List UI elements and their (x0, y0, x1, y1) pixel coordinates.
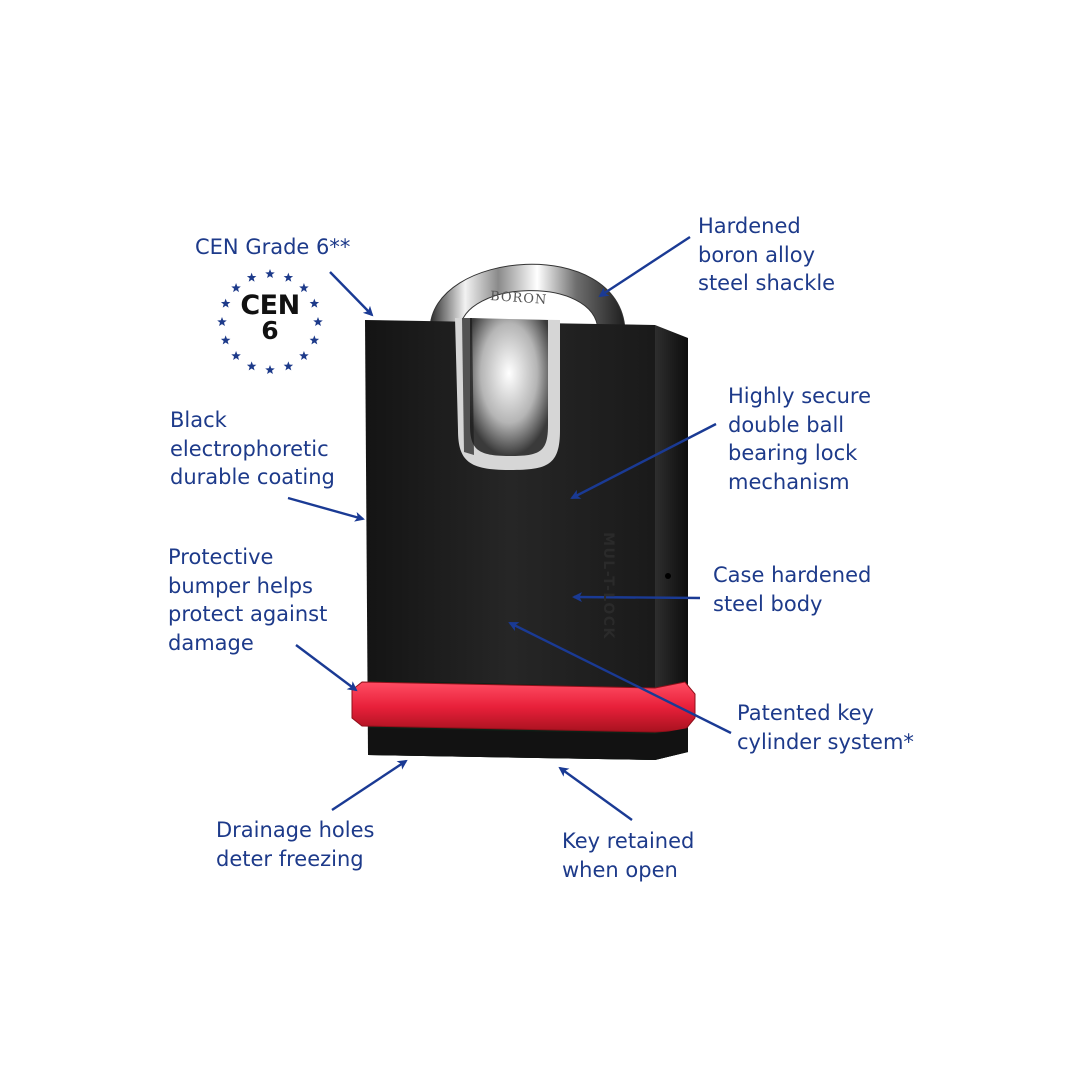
badge-star (313, 317, 323, 327)
badge-star (231, 350, 241, 360)
callout-line: durable coating (170, 465, 335, 489)
callout-arrows (287, 235, 732, 821)
cen-badge-label: CEN (240, 290, 300, 321)
arrow-bumper (295, 644, 358, 692)
callout-line: Drainage holes (216, 818, 375, 842)
arrow-cylinder (508, 621, 732, 735)
arrow-body (572, 592, 701, 603)
callout-line: steel shackle (698, 271, 836, 295)
badge-star (220, 298, 231, 308)
padlock-base (368, 728, 688, 760)
callout-cylinder: Patented key cylinder system* (737, 699, 914, 756)
padlock-brand-engraving: MUL-T-LOCK (600, 532, 616, 640)
callout-line: bumper helps (168, 573, 313, 598)
badge-star (299, 350, 309, 360)
badge-star (246, 272, 257, 282)
callout-mechanism: Highly secure double ball bearing lock m… (728, 382, 871, 496)
callout-line: boron alloy (698, 242, 815, 267)
padlock-body-side (655, 325, 688, 760)
callout-line: electrophoretic (170, 436, 329, 461)
callout-key-retained: Key retained when open (562, 827, 694, 884)
badge-star (220, 335, 231, 345)
badge-star (246, 361, 257, 371)
cen-badge-stars (217, 269, 323, 375)
callout-shackle: Hardened boron alloy steel shackle (698, 212, 835, 298)
callout-line: double ball (728, 412, 845, 437)
callout-line: steel body (713, 591, 823, 616)
arrow-mechanism (570, 422, 717, 500)
callout-line: damage (168, 630, 254, 655)
callout-coating: Black electrophoretic durable coating (170, 406, 335, 492)
arrow-shackle (598, 235, 691, 298)
cen-badge-grade: 6 (261, 316, 279, 345)
callout-line: cylinder system* (737, 729, 914, 754)
badge-star (217, 317, 227, 327)
shackle-opening (455, 318, 560, 470)
callout-line: Patented key (737, 701, 874, 725)
callout-line: protect against (168, 602, 328, 626)
callout-line: mechanism (728, 469, 850, 494)
callout-bumper: Protective bumper helps protect against … (168, 543, 327, 657)
callout-line: Key retained (562, 829, 695, 853)
badge-star (231, 283, 241, 293)
badge-star (309, 335, 320, 345)
padlock-body (365, 320, 655, 760)
callout-line: Highly secure (728, 384, 872, 408)
badge-star (309, 298, 320, 308)
callout-line: bearing lock (728, 441, 858, 465)
side-hole (665, 573, 671, 579)
callout-line: Case hardened (713, 563, 872, 587)
arrow-drainage (331, 759, 408, 812)
callout-cen-grade: CEN Grade 6** (195, 233, 350, 262)
arrow-cen-grade (329, 271, 374, 317)
callout-line: Black (170, 408, 227, 432)
badge-star (265, 365, 275, 375)
callout-line: CEN Grade 6** (195, 235, 351, 259)
callout-drainage: Drainage holes deter freezing (216, 816, 374, 873)
arrow-coating (287, 496, 365, 522)
callout-body: Case hardened steel body (713, 561, 871, 618)
callout-line: Protective (168, 545, 274, 569)
protective-bumper (351, 681, 696, 733)
callout-line: Hardened (698, 214, 801, 238)
badge-star (265, 269, 275, 279)
badge-star (299, 283, 309, 293)
badge-star (283, 272, 294, 282)
cen-badge: CEN 6 (224, 290, 316, 345)
callout-line: deter freezing (216, 846, 364, 871)
arrow-key-retained (558, 766, 633, 821)
badge-star (283, 361, 294, 371)
callout-line: when open (562, 857, 678, 882)
